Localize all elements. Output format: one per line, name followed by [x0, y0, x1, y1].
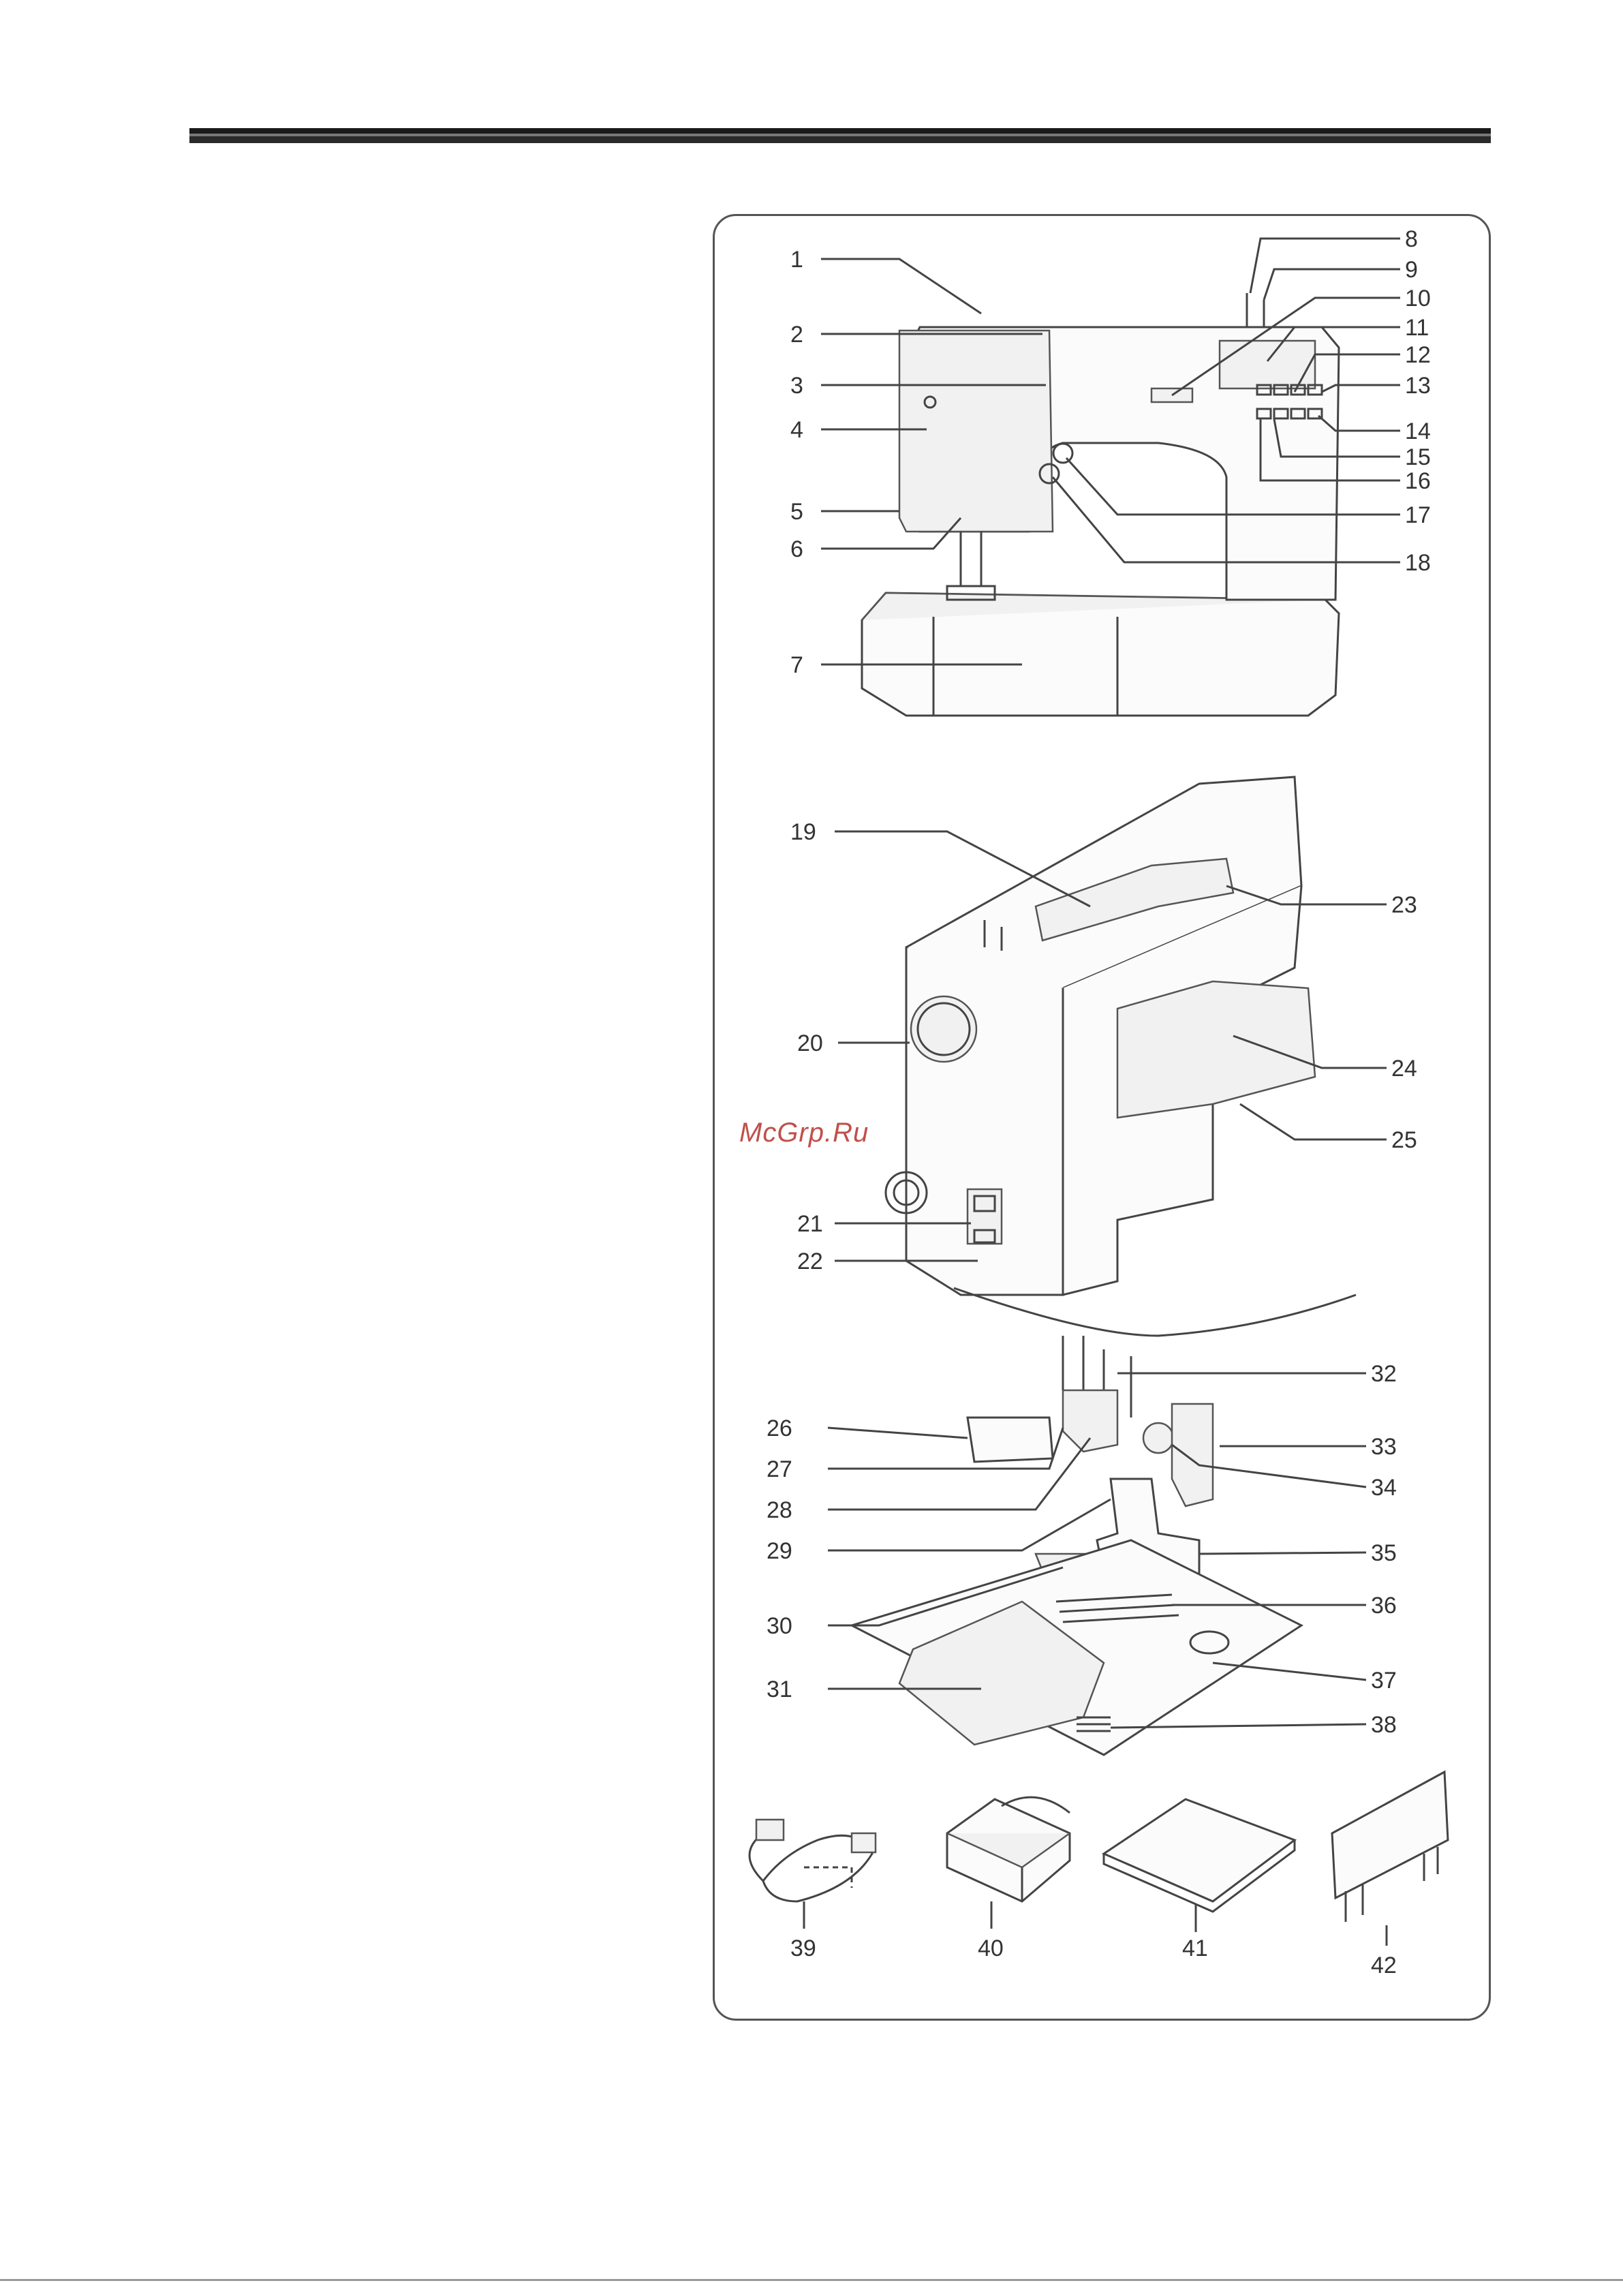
callout-16: 16	[1405, 468, 1431, 494]
callout-15: 15	[1405, 444, 1431, 470]
callout-12: 12	[1405, 342, 1431, 368]
callout-33: 33	[1371, 1434, 1397, 1460]
footer-rule	[0, 2279, 1623, 2281]
callout-5: 5	[790, 499, 803, 525]
callout-31: 31	[767, 1677, 792, 1702]
watermark: McGrp.Ru	[739, 1118, 869, 1148]
callout-6: 6	[790, 536, 803, 562]
callout-4: 4	[790, 417, 803, 443]
callout-29: 29	[767, 1538, 792, 1564]
callout-1: 1	[790, 247, 803, 273]
callout-23: 23	[1391, 892, 1417, 918]
callout-42: 42	[1371, 1953, 1397, 1978]
callout-38: 38	[1371, 1712, 1397, 1738]
callout-35: 35	[1371, 1540, 1397, 1566]
foot-controller-accessory	[947, 1797, 1070, 1901]
callout-17: 17	[1405, 502, 1431, 528]
power-cord-accessory	[749, 1820, 876, 1901]
callout-26: 26	[767, 1415, 792, 1441]
machine-rear-view	[886, 777, 1315, 1295]
extension-table-accessory	[1332, 1772, 1448, 1922]
callout-7: 7	[790, 652, 803, 678]
callout-13: 13	[1405, 373, 1431, 399]
callout-14: 14	[1405, 418, 1431, 444]
machine-front-view	[862, 293, 1339, 716]
callout-22: 22	[797, 1249, 823, 1274]
needle-plate-detail	[852, 1540, 1301, 1755]
callout-27: 27	[767, 1456, 792, 1482]
instruction-manual-accessory	[1104, 1799, 1295, 1912]
callout-2: 2	[790, 322, 803, 348]
callout-11: 11	[1405, 315, 1429, 341]
callout-32: 32	[1371, 1361, 1397, 1387]
callout-19: 19	[790, 819, 816, 845]
callout-20: 20	[797, 1030, 823, 1056]
callout-9: 9	[1405, 257, 1418, 283]
callout-25: 25	[1391, 1127, 1417, 1153]
callout-21: 21	[797, 1211, 823, 1237]
callout-30: 30	[767, 1613, 792, 1639]
callout-24: 24	[1391, 1056, 1417, 1082]
callout-34: 34	[1371, 1475, 1397, 1501]
callout-37: 37	[1371, 1668, 1397, 1694]
callout-10: 10	[1405, 286, 1431, 311]
callout-8: 8	[1405, 226, 1418, 252]
callout-40: 40	[978, 1935, 1004, 1961]
callout-3: 3	[790, 373, 803, 399]
presser-foot-detail	[954, 1288, 1356, 1588]
callout-28: 28	[767, 1497, 792, 1523]
callout-36: 36	[1371, 1593, 1397, 1619]
callout-41: 41	[1182, 1935, 1208, 1961]
callout-18: 18	[1405, 550, 1431, 576]
callout-39: 39	[790, 1935, 816, 1961]
